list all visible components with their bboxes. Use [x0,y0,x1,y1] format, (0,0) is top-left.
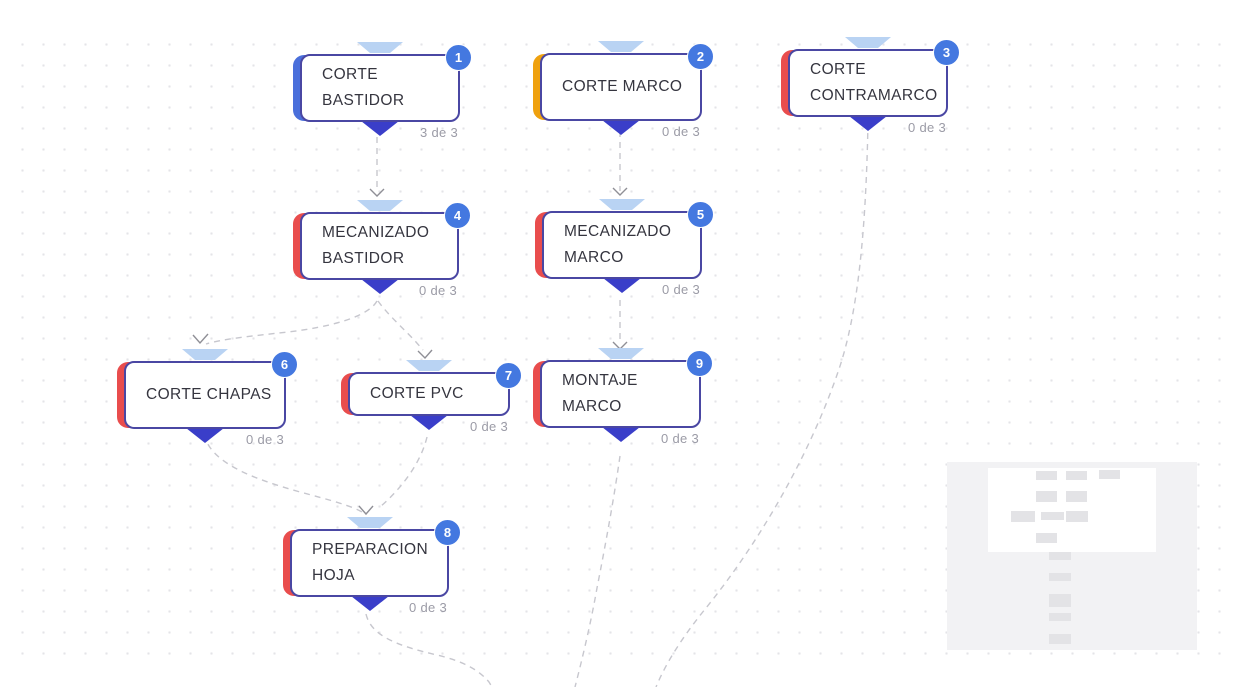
node-body[interactable]: MONTAJE MARCO [540,360,701,428]
minimap-node-3 [1099,470,1120,479]
node-number-badge: 7 [495,362,522,389]
flow-node-2[interactable]: CORTE MARCO 2 0 de 3 [533,41,714,139]
edge-arrowhead-4 [369,188,385,197]
minimap-node-below-1 [1049,552,1071,560]
edge-9-offscreen[interactable] [574,455,621,687]
node-count-label: 0 de 3 [662,124,700,139]
minimap[interactable] [947,462,1197,650]
node-title: CORTE PVC [370,385,464,402]
minimap-node-1 [1036,471,1057,480]
edge-7-8[interactable] [379,436,428,508]
node-body[interactable]: CORTE MARCO [540,53,702,121]
node-body[interactable]: CORTE CHAPAS [124,361,286,429]
node-count-label: 0 de 3 [419,283,457,298]
node-count-label: 0 de 3 [470,419,508,434]
input-funnel-icon[interactable] [597,348,644,359]
edge-arrowhead-5 [612,187,628,196]
node-number-badge: 1 [445,44,472,71]
node-number-badge: 6 [271,351,298,378]
minimap-node-below-3 [1049,594,1071,607]
node-count-label: 0 de 3 [661,431,699,446]
input-funnel-icon[interactable] [598,41,644,52]
node-body[interactable]: CORTE BASTIDOR [300,54,460,122]
node-title: MECANIZADO MARCO [564,223,672,266]
minimap-node-9 [1066,511,1088,522]
input-funnel-icon[interactable] [346,517,393,528]
output-arrow-icon[interactable] [186,428,224,443]
output-arrow-icon[interactable] [361,121,399,136]
flow-node-6[interactable]: CORTE CHAPAS 6 0 de 3 [117,349,298,447]
minimap-node-5 [1066,491,1087,502]
minimap-node-below-4 [1049,613,1071,621]
edge-arrowhead-8 [358,505,374,516]
minimap-node-4 [1036,491,1057,502]
edge-4-6[interactable] [205,300,378,345]
input-funnel-icon[interactable] [357,42,403,53]
flow-node-7[interactable]: CORTE PVC 7 0 de 3 [341,360,522,434]
node-body[interactable]: MECANIZADO MARCO [542,211,702,279]
edge-6-8[interactable] [203,433,363,513]
node-count-label: 0 de 3 [908,120,946,135]
node-count-label: 3 de 3 [420,125,458,140]
input-funnel-icon[interactable] [406,360,452,371]
output-arrow-icon[interactable] [360,279,399,294]
node-title: CORTE BASTIDOR [322,66,405,109]
output-arrow-icon[interactable] [602,120,640,135]
node-number-badge: 9 [686,350,713,377]
flow-node-8[interactable]: PREPARACION HOJA 8 0 de 3 [283,517,461,615]
minimap-node-below-2 [1049,573,1071,581]
flow-node-1[interactable]: CORTE BASTIDOR 1 3 de 3 [293,42,472,140]
node-title: CORTE MARCO [562,78,683,95]
flow-node-5[interactable]: MECANIZADO MARCO 5 0 de 3 [535,199,714,297]
input-funnel-icon[interactable] [356,200,403,211]
flow-node-9[interactable]: MONTAJE MARCO 9 0 de 3 [533,348,713,446]
flow-node-3[interactable]: CORTE CONTRAMARCO 3 0 de 3 [781,37,960,135]
node-body[interactable]: PREPARACION HOJA [290,529,449,597]
input-funnel-icon[interactable] [182,349,228,360]
node-count-label: 0 de 3 [246,432,284,447]
node-count-label: 0 de 3 [662,282,700,297]
minimap-node-2 [1066,471,1087,480]
node-number-badge: 5 [687,201,714,228]
node-title: MONTAJE MARCO [562,372,638,415]
minimap-node-6 [1011,511,1035,522]
output-arrow-icon[interactable] [603,278,641,293]
node-title: CORTE CONTRAMARCO [810,61,938,104]
flow-node-4[interactable]: MECANIZADO BASTIDOR 4 0 de 3 [293,200,471,298]
node-body[interactable]: MECANIZADO BASTIDOR [300,212,459,280]
edge-8-offscreen[interactable] [365,613,493,687]
edge-3-offscreen[interactable] [655,121,869,687]
output-arrow-icon[interactable] [601,427,640,442]
input-funnel-icon[interactable] [845,37,891,48]
output-arrow-icon[interactable] [849,116,887,131]
edge-4-7[interactable] [377,300,424,351]
node-body[interactable]: CORTE PVC [348,372,510,416]
minimap-node-8 [1036,533,1057,543]
minimap-viewport[interactable] [988,468,1156,552]
output-arrow-icon[interactable] [410,415,448,430]
output-arrow-icon[interactable] [350,596,389,611]
node-number-badge: 8 [434,519,461,546]
node-title: MECANIZADO BASTIDOR [322,224,430,267]
node-number-badge: 4 [444,202,471,229]
minimap-node-7 [1041,512,1064,520]
node-title: CORTE CHAPAS [146,386,272,403]
minimap-node-below-5 [1049,634,1071,644]
node-title: PREPARACION HOJA [312,541,429,584]
node-number-badge: 3 [933,39,960,66]
node-body[interactable]: CORTE CONTRAMARCO [788,49,948,117]
edge-arrowhead-7 [417,349,433,360]
node-count-label: 0 de 3 [409,600,447,615]
edge-arrowhead-6 [192,333,209,345]
input-funnel-icon[interactable] [599,199,645,210]
node-number-badge: 2 [687,43,714,70]
